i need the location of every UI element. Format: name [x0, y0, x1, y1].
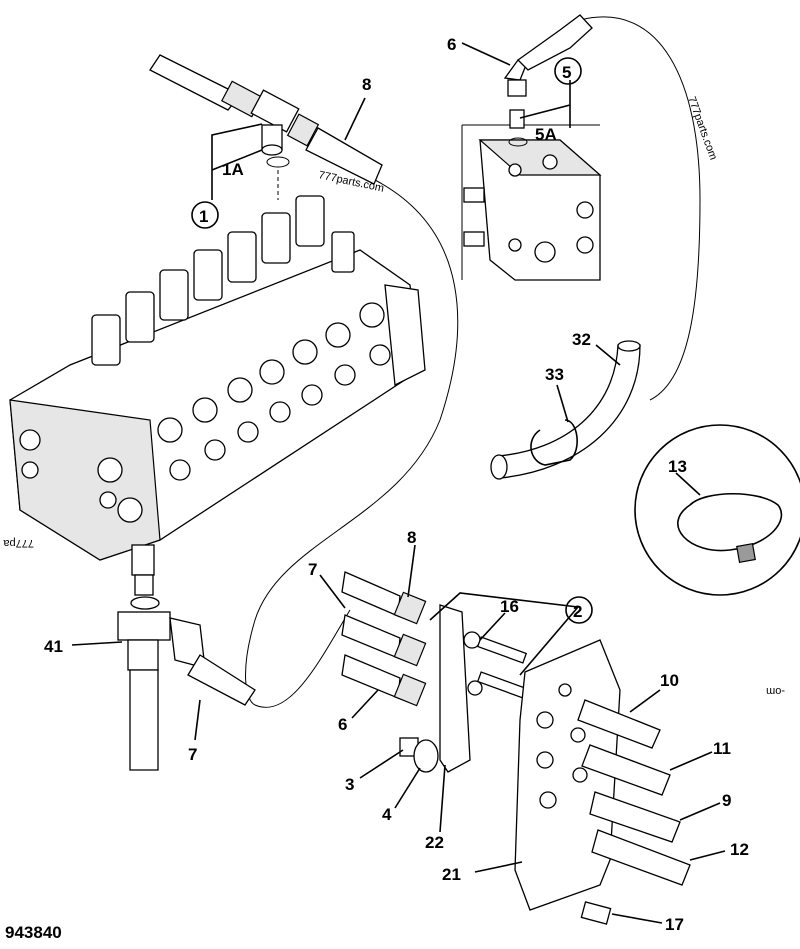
callout-6-lower: 6	[338, 715, 347, 734]
callout-13: 13	[668, 457, 687, 476]
watermark-text: 777ра	[3, 537, 34, 549]
callout-5a: 5A	[535, 125, 557, 144]
top-hose-tee-assembly	[149, 54, 383, 200]
callout-labels: 1 1A 8 6 5 5A 32 33 13 41 7 8 7 6 16 2 3…	[44, 35, 749, 934]
callout-5: 5	[562, 63, 571, 82]
inset-valve-block	[461, 14, 602, 281]
callout-17: 17	[665, 915, 684, 934]
callout-8-lower: 8	[407, 528, 416, 547]
callout-8-top: 8	[362, 75, 371, 94]
leader-lines	[71, 42, 726, 924]
callout-6-top: 6	[447, 35, 456, 54]
watermark-text: 777parts.com	[685, 95, 719, 162]
callout-7-left: 7	[188, 745, 197, 764]
detail-cable-tie	[634, 424, 800, 596]
hose-32-with-clip	[490, 340, 641, 480]
callout-1: 1	[199, 207, 208, 226]
bulkhead-plate-assembly	[341, 571, 691, 925]
callout-33: 33	[545, 365, 564, 384]
watermark-text: -om	[766, 685, 785, 697]
callout-10: 10	[660, 671, 679, 690]
callout-3: 3	[345, 775, 354, 794]
callout-21: 21	[442, 865, 461, 884]
plate-21	[514, 639, 621, 911]
callout-7-lower: 7	[308, 560, 317, 579]
hose-routing-lines	[245, 16, 701, 708]
lower-tee-assembly	[117, 544, 256, 771]
callout-1a: 1A	[222, 160, 244, 179]
valve-ports	[157, 302, 391, 481]
callout-12: 12	[730, 840, 749, 859]
drawing-reference-number: 943840	[5, 923, 62, 942]
callout-circles	[191, 57, 593, 624]
callout-16: 16	[500, 597, 519, 616]
callout-2: 2	[573, 602, 582, 621]
callout-41: 41	[44, 637, 63, 656]
callout-32: 32	[572, 330, 591, 349]
callout-4: 4	[382, 805, 392, 824]
main-valve-bank	[9, 195, 426, 561]
valve-spool-caps	[91, 195, 355, 366]
bracket-22	[439, 604, 471, 773]
callout-22: 22	[425, 833, 444, 852]
callout-9: 9	[722, 791, 731, 810]
callout-11: 11	[713, 739, 731, 758]
